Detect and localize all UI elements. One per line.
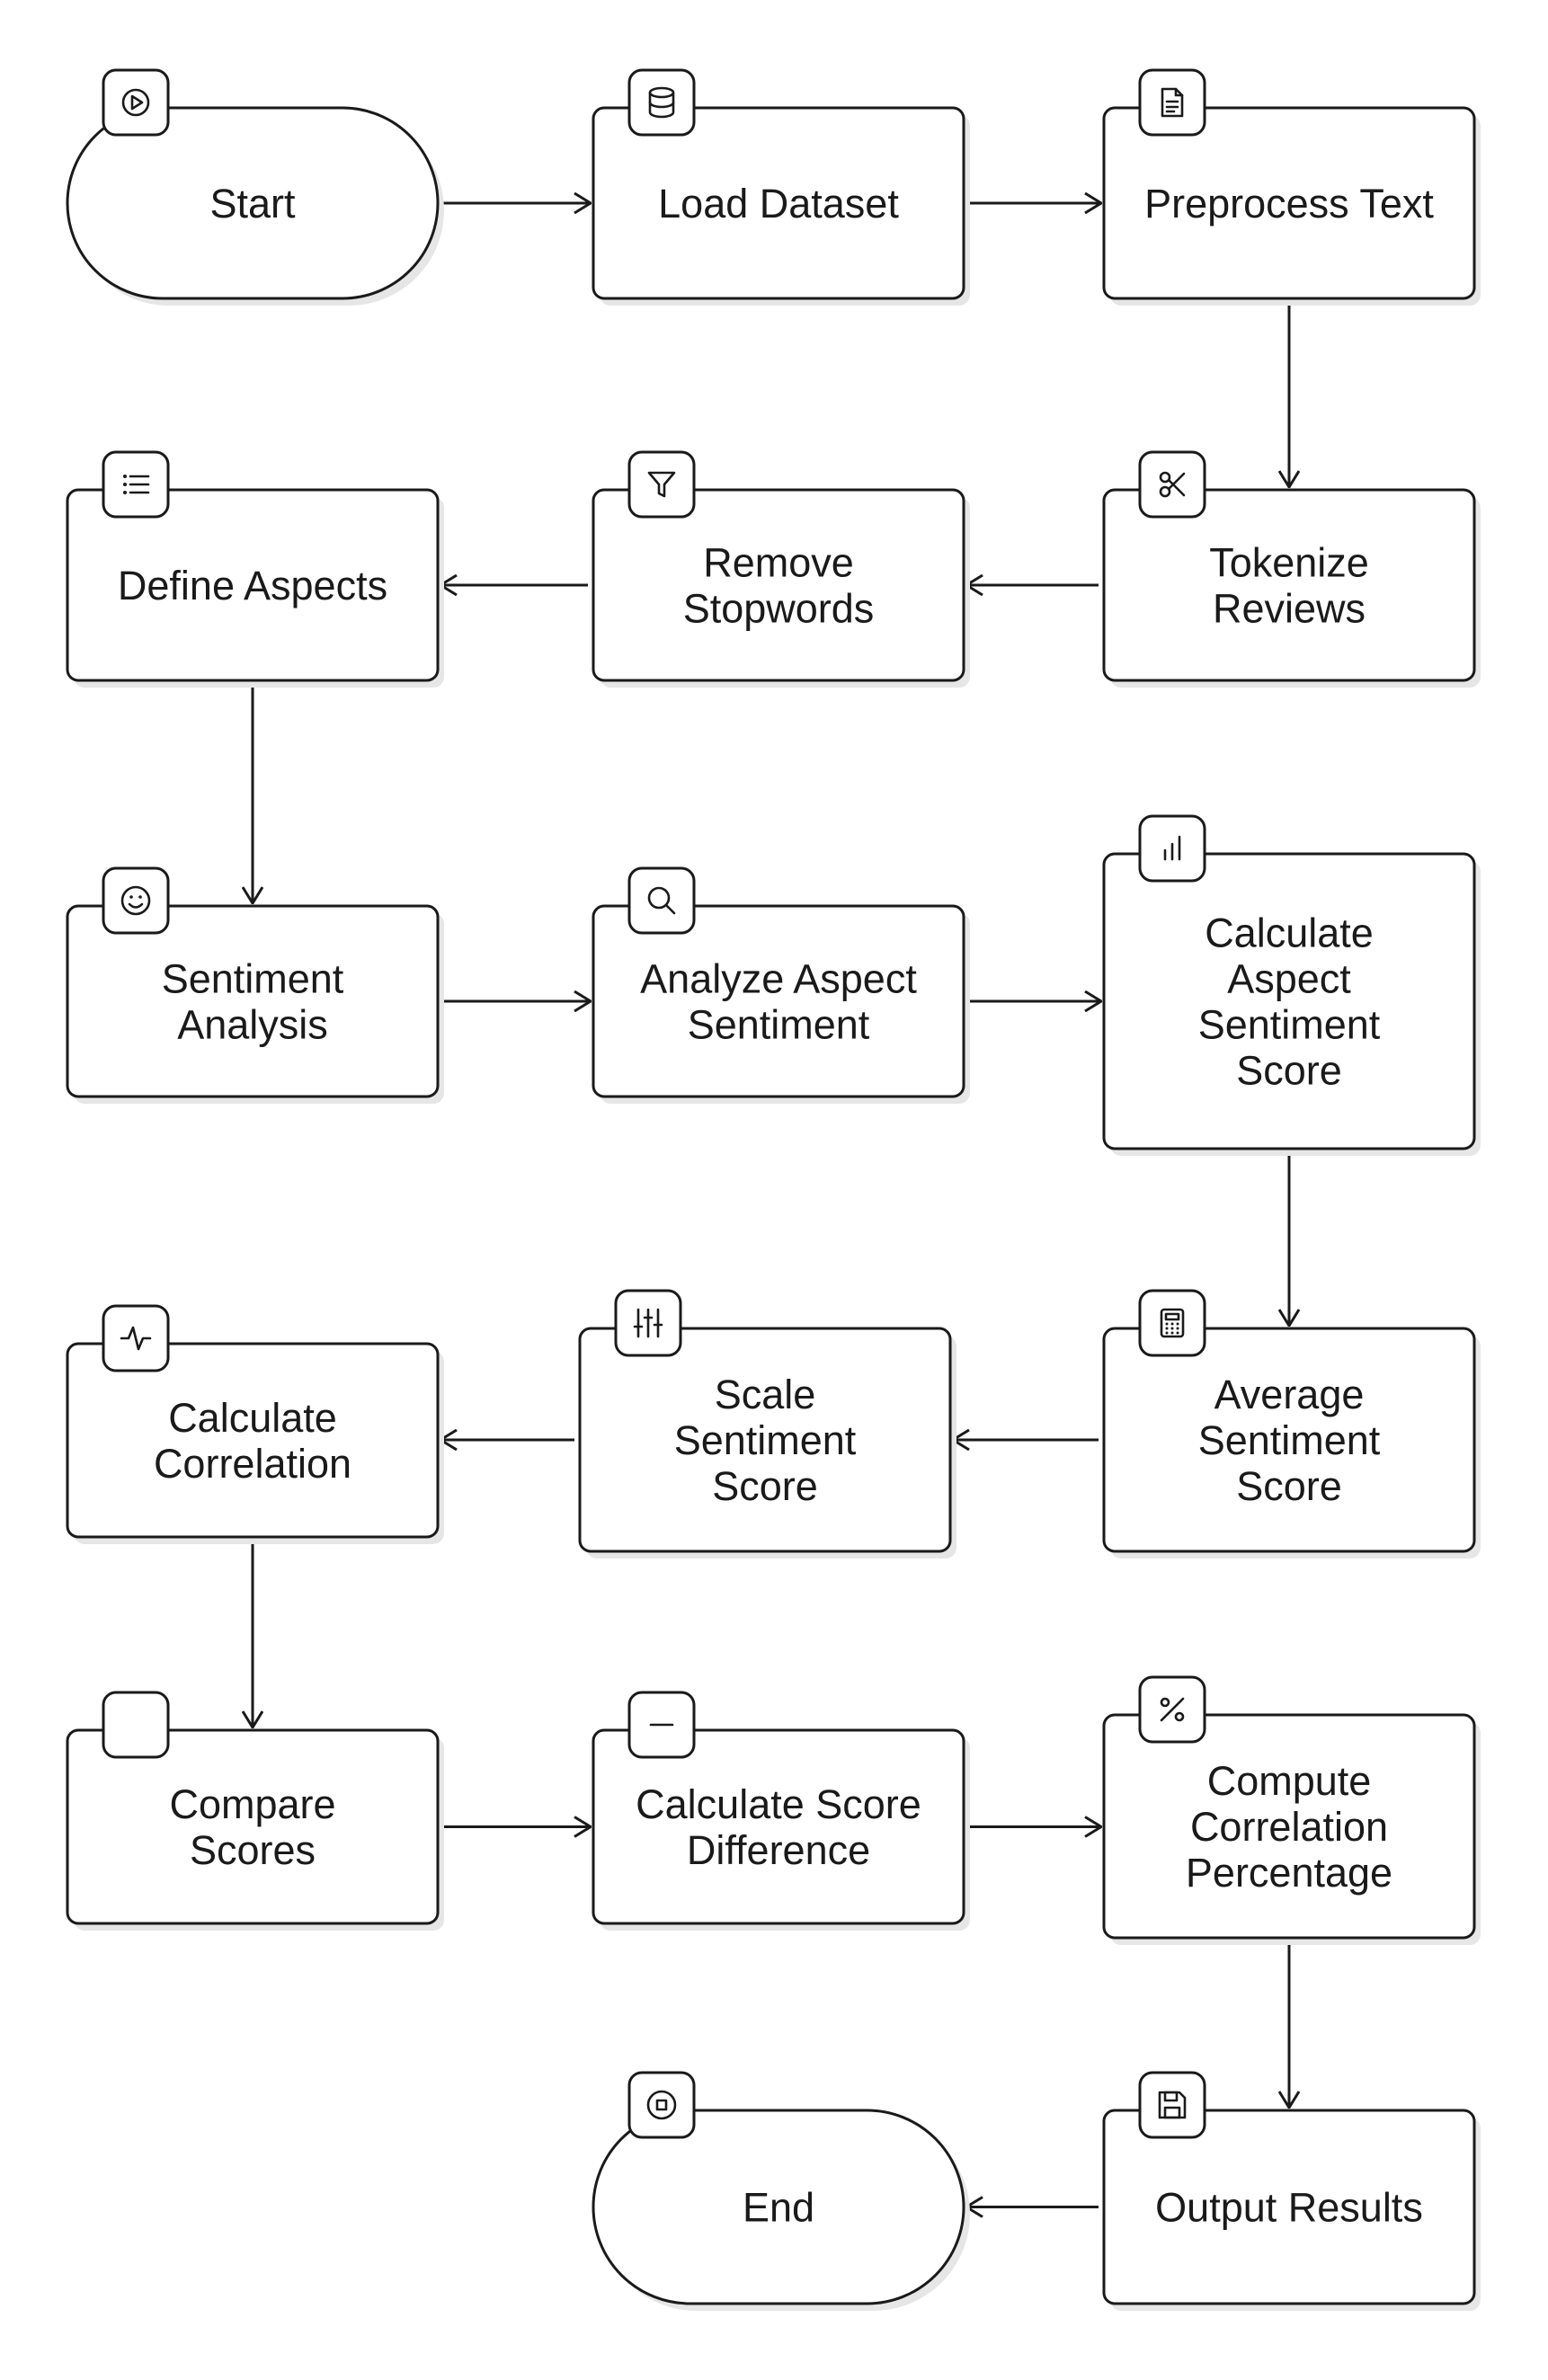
node-box <box>592 106 965 300</box>
bar-chart-icon <box>1138 814 1206 883</box>
node-box <box>592 1728 965 1925</box>
filter-icon <box>627 450 696 519</box>
node-label: Preprocess Text <box>1144 181 1434 226</box>
node-label: Load Dataset <box>658 181 899 226</box>
node-end[interactable]: End <box>592 2071 970 2311</box>
node-box <box>1102 1713 1476 1940</box>
node-box <box>1102 106 1476 300</box>
node-box <box>1102 1327 1476 1553</box>
node-load[interactable]: Load Dataset <box>592 68 970 306</box>
calculator-icon <box>1138 1289 1206 1357</box>
sliders-icon <box>614 1289 682 1357</box>
node-box <box>592 904 965 1098</box>
node-box <box>66 106 440 300</box>
play-icon <box>102 68 170 137</box>
nodes-layer: Start Load Dataset Preprocess TextTokenize… <box>66 68 1481 2311</box>
document-icon <box>1138 68 1206 137</box>
node-aspects[interactable]: Define Aspects <box>66 450 444 688</box>
save-icon <box>1138 2071 1206 2139</box>
activity-icon <box>102 1304 170 1372</box>
search-icon <box>627 866 696 935</box>
node-box <box>66 488 440 682</box>
node-box <box>1102 2109 1476 2305</box>
node-box <box>592 2109 965 2305</box>
smile-icon <box>102 866 170 935</box>
node-label: Define Aspects <box>118 563 387 608</box>
node-start[interactable]: Start <box>66 68 444 306</box>
node-output[interactable]: Output Results <box>1102 2071 1481 2311</box>
stop-icon <box>627 2071 696 2139</box>
node-preprocess[interactable]: Preprocess Text <box>1102 68 1481 306</box>
node-box <box>66 1728 440 1925</box>
node-box <box>578 1327 952 1553</box>
node-label: Output Results <box>1155 2185 1423 2231</box>
node-box <box>592 488 965 682</box>
node-box <box>1102 488 1476 682</box>
node-box <box>1102 852 1476 1150</box>
scissors-icon <box>1138 450 1206 519</box>
node-label: End <box>743 2185 814 2231</box>
blank-icon <box>102 1691 170 1759</box>
minus-icon <box>627 1691 696 1759</box>
node-box <box>66 904 440 1098</box>
list-icon <box>102 450 170 519</box>
database-icon <box>627 68 696 137</box>
node-box <box>66 1342 440 1539</box>
percent-icon <box>1138 1675 1206 1744</box>
node-label: Start <box>209 181 296 226</box>
edges-layer <box>253 203 1289 2207</box>
